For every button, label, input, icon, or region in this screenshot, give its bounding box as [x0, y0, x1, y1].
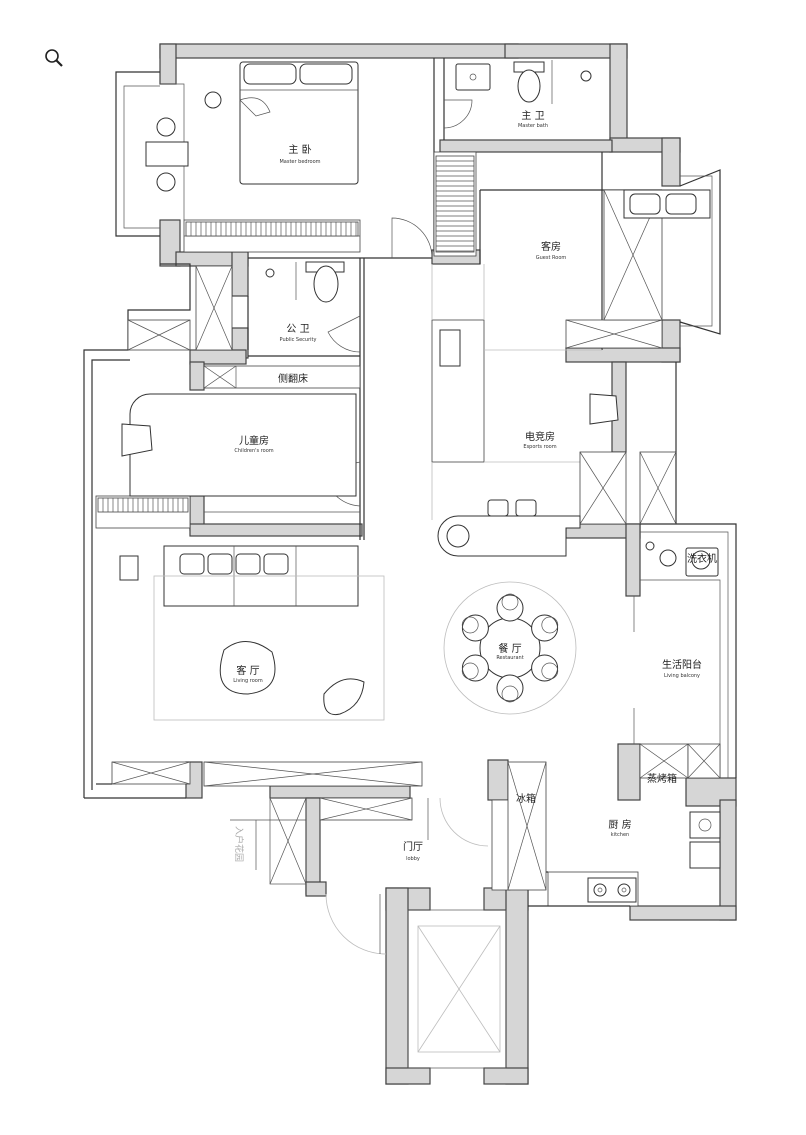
- guest-room-label: 客房: [541, 240, 561, 253]
- esports-room-label: 电竞房: [525, 430, 555, 443]
- guest-room-en: Guest Room: [536, 255, 567, 261]
- living-room-label: 客 厅: [236, 664, 259, 677]
- lobby-en: lobby: [406, 856, 420, 862]
- restaurant-en: Restaurant: [496, 655, 523, 661]
- dining-chair: [496, 594, 524, 622]
- master-bath-label: 主 卫: [521, 110, 544, 122]
- steam-oven-label: 蒸烤箱: [647, 772, 677, 785]
- room-labels: 主 卧 Master bedroom 主 卫 Master bath 客房 Gu…: [233, 110, 717, 862]
- master-bedroom-en: Master bedroom: [279, 159, 320, 165]
- esports-room-en: Esports room: [523, 444, 556, 450]
- walls: [159, 43, 737, 1085]
- restaurant-label: 餐 厅: [498, 642, 521, 655]
- washing-machine-label: 洗衣机: [687, 552, 717, 565]
- dining-chair: [531, 654, 559, 682]
- dining-chair: [461, 614, 489, 642]
- wardrobe-hatching: [97, 155, 475, 513]
- dining-chair: [461, 654, 489, 682]
- furniture: [119, 60, 721, 903]
- fridge-label: 冰箱: [516, 792, 536, 805]
- living-balcony-en: Living balcony: [664, 673, 700, 679]
- dining-chair: [531, 614, 559, 642]
- kitchen-label: 厨 房: [608, 818, 631, 831]
- side-bed-label: 侧翻床: [278, 372, 308, 385]
- children-room-label: 儿童房: [239, 434, 269, 447]
- living-balcony-label: 生活阳台: [662, 658, 702, 671]
- entry-garden-label: 入户花园: [233, 826, 245, 862]
- magnifier-icon[interactable]: [45, 49, 63, 67]
- kitchen-en: kitchen: [611, 832, 629, 838]
- public-bath-label: 公 卫: [286, 324, 309, 335]
- lobby-label: 门厅: [403, 840, 423, 853]
- public-bath-en: Public Security: [280, 337, 317, 343]
- master-bedroom-label: 主 卧: [288, 143, 311, 156]
- master-bath-en: Master bath: [518, 123, 548, 129]
- children-room-en: Children's room: [234, 448, 273, 454]
- living-room-en: Living room: [233, 678, 263, 684]
- dining-chair: [496, 674, 524, 702]
